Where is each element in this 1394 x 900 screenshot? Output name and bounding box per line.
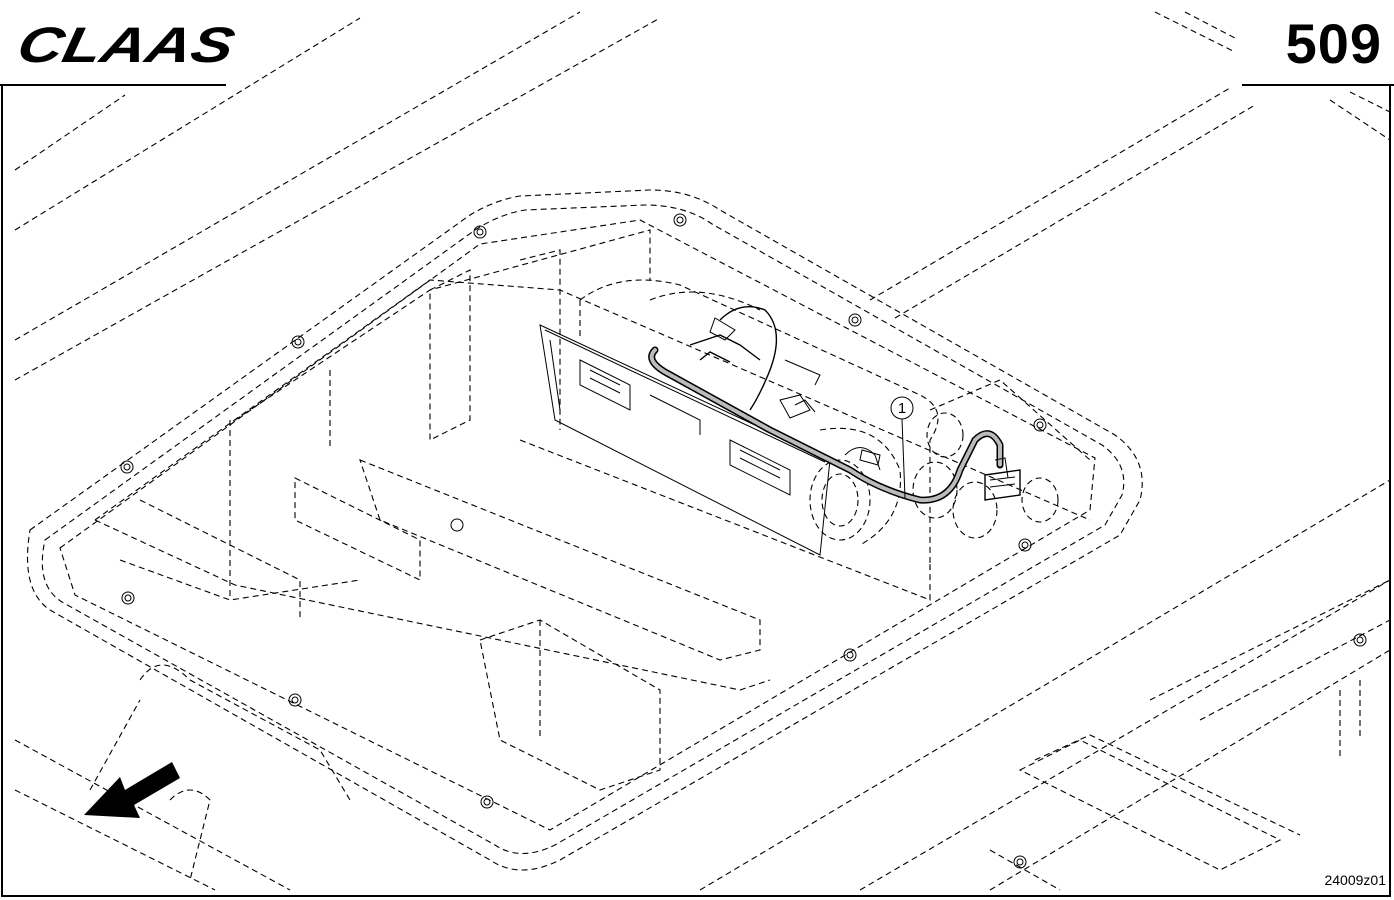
wiring-harness <box>648 306 1021 504</box>
callout-leader <box>901 418 906 499</box>
grille-vents <box>579 359 791 496</box>
claas-logo: CLAAS <box>14 20 236 70</box>
mounting-bolts <box>120 213 1367 869</box>
brand-logo-text: CLAAS <box>14 20 236 70</box>
arrow-down-left-icon <box>84 762 180 818</box>
blower-unit <box>539 279 939 570</box>
drawing-reference-id: 24009z01 <box>1324 872 1386 888</box>
page-number-underline <box>1242 84 1394 86</box>
callout-label: 1 <box>898 400 906 417</box>
blower-motors <box>912 379 1091 539</box>
page-number: 509 <box>1285 12 1382 75</box>
lower-structures <box>89 579 1391 891</box>
callout-1: 1 <box>890 396 914 499</box>
floor-recess <box>94 229 1091 691</box>
cab-floor-outline <box>27 189 1143 871</box>
brand-underline <box>0 84 226 86</box>
sheet-frame <box>1 85 1391 897</box>
background-frame-lines <box>14 11 1391 891</box>
